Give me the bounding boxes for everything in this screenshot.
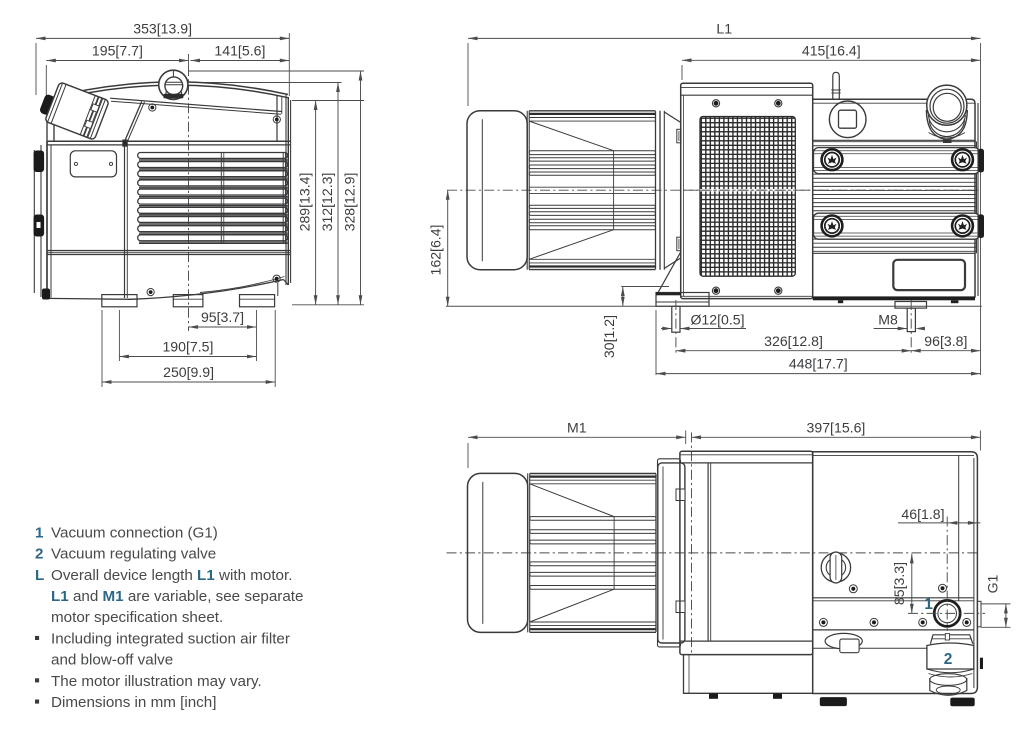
svg-text:353[13.9]: 353[13.9] (133, 21, 192, 37)
svg-text:162[6.4]: 162[6.4] (428, 225, 444, 276)
svg-text:195[7.7]: 195[7.7] (92, 43, 143, 59)
svg-text:1: 1 (924, 596, 933, 613)
svg-text:2: 2 (944, 651, 953, 668)
svg-text:Overall device length L1 with: Overall device length L1 with motor. (51, 567, 292, 584)
svg-text:46[1.8]: 46[1.8] (901, 506, 944, 522)
svg-text:141[5.6]: 141[5.6] (214, 43, 265, 59)
svg-text:2: 2 (35, 546, 43, 563)
svg-text:The motor illustration may var: The motor illustration may vary. (51, 673, 262, 690)
svg-text:and blow-off valve: and blow-off valve (51, 652, 173, 669)
svg-text:96[3.8]: 96[3.8] (924, 333, 967, 349)
svg-text:326[12.8]: 326[12.8] (764, 333, 823, 349)
svg-text:397[15.6]: 397[15.6] (807, 419, 866, 435)
svg-text:Dimensions in mm [inch]: Dimensions in mm [inch] (51, 694, 216, 711)
svg-text:1: 1 (35, 524, 44, 541)
svg-text:95[3.7]: 95[3.7] (201, 309, 244, 325)
svg-text:312[12.3]: 312[12.3] (319, 173, 335, 232)
svg-text:250[9.9]: 250[9.9] (163, 364, 214, 380)
svg-text:Ø12[0.5]: Ø12[0.5] (690, 312, 744, 328)
svg-text:motor specification sheet.: motor specification sheet. (51, 609, 223, 626)
svg-text:85[3.3]: 85[3.3] (891, 562, 907, 605)
svg-text:G1: G1 (985, 574, 1001, 593)
svg-text:L: L (35, 567, 44, 584)
svg-text:Vacuum regulating valve: Vacuum regulating valve (51, 546, 216, 563)
svg-text:30[1.2]: 30[1.2] (601, 315, 617, 358)
svg-text:448[17.7]: 448[17.7] (789, 356, 848, 372)
svg-text:L1: L1 (716, 21, 732, 37)
svg-text:190[7.5]: 190[7.5] (162, 339, 213, 355)
svg-text:Vacuum connection (G1): Vacuum connection (G1) (51, 524, 218, 541)
svg-text:328[12.9]: 328[12.9] (342, 173, 358, 232)
svg-text:289[13.4]: 289[13.4] (297, 173, 313, 232)
svg-text:Including integrated suction a: Including integrated suction air filter (51, 630, 290, 647)
svg-text:M1: M1 (567, 419, 587, 435)
svg-text:L1 and M1 are variable, see se: L1 and M1 are variable, see separate (51, 588, 303, 605)
svg-text:415[16.4]: 415[16.4] (802, 43, 861, 59)
svg-text:M8: M8 (878, 312, 898, 328)
